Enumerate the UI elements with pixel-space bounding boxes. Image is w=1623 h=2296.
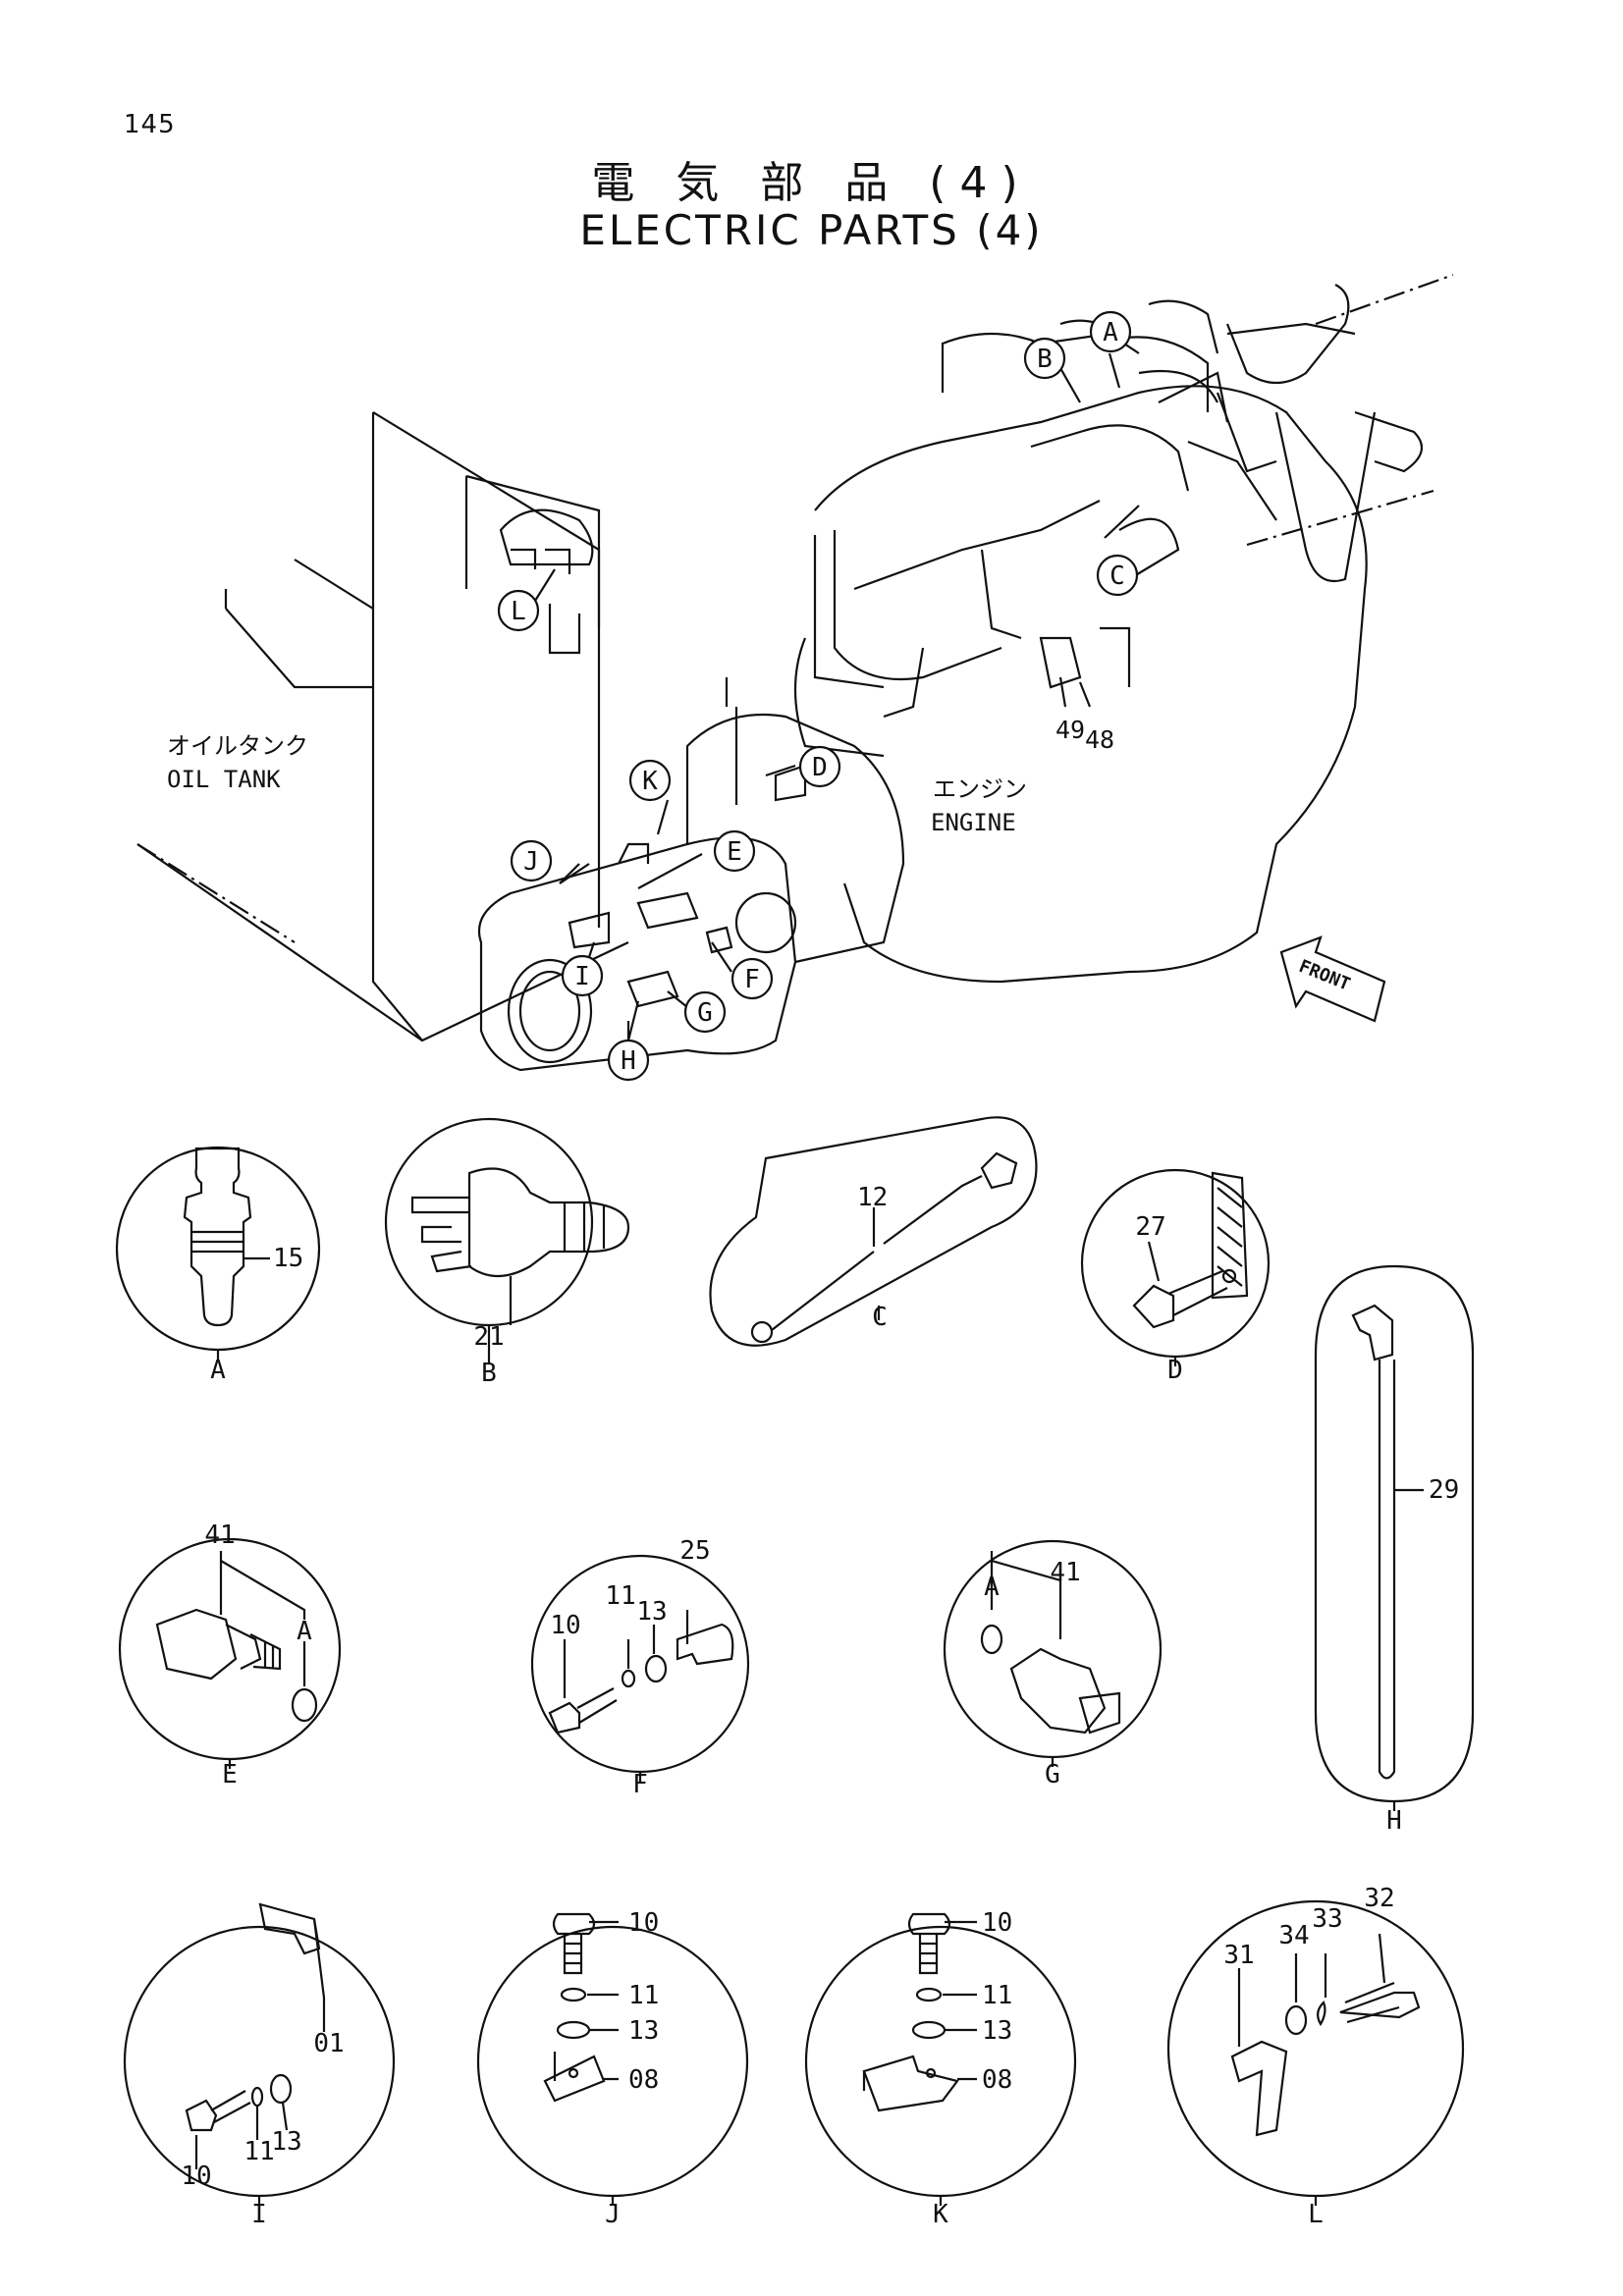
callout-label: G bbox=[697, 998, 713, 1028]
detail-letter: J bbox=[605, 2200, 621, 2229]
callout-C: C bbox=[1096, 554, 1139, 597]
part-number: A bbox=[297, 1617, 312, 1646]
detail-letter: H bbox=[1386, 1806, 1402, 1836]
detail-G: A 41 G bbox=[943, 1539, 1163, 1789]
part-number: 10 bbox=[550, 1611, 580, 1640]
part-number: 32 bbox=[1364, 1884, 1394, 1913]
page-title-japanese: 電 気 部 品 (4) bbox=[591, 158, 1032, 208]
callout-E: E bbox=[713, 829, 756, 873]
callout-label: I bbox=[574, 962, 590, 991]
detail-F: 10 11 13 25 F bbox=[530, 1536, 750, 1799]
detail-letter: B bbox=[481, 1359, 497, 1388]
page-number: 145 bbox=[124, 110, 176, 139]
oil-tank-drawing bbox=[136, 411, 629, 1042]
engine-label-jp: エンジン bbox=[933, 775, 1027, 803]
detail-letter: F bbox=[632, 1770, 648, 1799]
callout-label: H bbox=[621, 1046, 636, 1076]
part-number: 08 bbox=[628, 2065, 659, 2095]
page-title-english: ELECTRIC PARTS (4) bbox=[579, 206, 1044, 254]
callout-label: A bbox=[1103, 318, 1118, 347]
part-number: 01 bbox=[313, 2029, 344, 2058]
part-number: 11 bbox=[628, 1981, 659, 2010]
part-number: 29 bbox=[1429, 1475, 1459, 1505]
callout-label: F bbox=[744, 965, 760, 994]
detail-A: 15 A bbox=[115, 1146, 321, 1385]
part-number: 13 bbox=[982, 2016, 1012, 2046]
callout-label: L bbox=[511, 597, 526, 626]
part-number: 21 bbox=[473, 1322, 504, 1352]
part-number: A bbox=[984, 1573, 1000, 1602]
detail-letter: L bbox=[1308, 2200, 1324, 2229]
callout-label: C bbox=[1109, 561, 1125, 591]
part-number: 41 bbox=[204, 1521, 235, 1550]
callout-L: L bbox=[497, 589, 540, 632]
callout-label: B bbox=[1037, 345, 1053, 374]
detail-letter: K bbox=[933, 2200, 948, 2229]
part-number: 11 bbox=[605, 1581, 635, 1611]
callout-F: F bbox=[730, 957, 774, 1000]
pump-drawing bbox=[477, 677, 905, 1072]
detail-E: 41 A E bbox=[118, 1521, 342, 1789]
part-number: 15 bbox=[273, 1244, 303, 1273]
engine-label-en: ENGINE bbox=[931, 809, 1016, 836]
callout-A: A bbox=[1089, 310, 1132, 353]
detail-J: 10 11 13 08 J bbox=[476, 1908, 749, 2229]
detail-letter: C bbox=[872, 1303, 888, 1332]
callout-label: J bbox=[523, 847, 539, 877]
detail-L: 31 34 33 32 L bbox=[1166, 1884, 1465, 2229]
part-number: 10 bbox=[628, 1908, 659, 1938]
part-number: 34 bbox=[1278, 1921, 1309, 1950]
part-number: 10 bbox=[181, 2162, 211, 2191]
oil-tank-label-en: OIL TANK bbox=[167, 766, 281, 793]
part-number: 08 bbox=[982, 2065, 1012, 2095]
assembly-part-number-49: 49 bbox=[1055, 716, 1085, 744]
callout-H: H bbox=[607, 1039, 650, 1082]
part-number: 25 bbox=[679, 1536, 710, 1566]
leader-lines bbox=[529, 352, 1140, 1041]
detail-letter: G bbox=[1045, 1760, 1060, 1789]
callout-label: D bbox=[812, 753, 828, 782]
main-assembly: FRONT オイルタンク OIL TANK エンジン ENGINE 49 48 … bbox=[136, 273, 1454, 1082]
center-lines bbox=[136, 273, 1454, 943]
callout-label: E bbox=[727, 837, 742, 867]
callout-D: D bbox=[798, 745, 841, 788]
part-number: 13 bbox=[628, 2016, 659, 2046]
detail-D: 27 D bbox=[1080, 1168, 1271, 1385]
part-number: 33 bbox=[1312, 1904, 1342, 1934]
oil-tank-label-jp: オイルタンク bbox=[167, 732, 308, 760]
assembly-part-number-48: 48 bbox=[1085, 725, 1114, 754]
front-arrow: FRONT bbox=[1279, 935, 1386, 1023]
part-number: 10 bbox=[982, 1908, 1012, 1938]
detail-H: 29 H bbox=[1314, 1264, 1475, 1836]
detail-K: 10 11 13 08 K bbox=[804, 1908, 1077, 2229]
detail-C: 12 C bbox=[709, 1116, 1038, 1347]
detail-letter: E bbox=[222, 1760, 238, 1789]
callout-G: G bbox=[683, 990, 727, 1034]
detail-letter: A bbox=[210, 1356, 226, 1385]
callout-I: I bbox=[561, 954, 604, 997]
detail-letter: I bbox=[251, 2200, 267, 2229]
part-number: 31 bbox=[1223, 1941, 1254, 1970]
part-number: 13 bbox=[636, 1597, 667, 1627]
part-number: 12 bbox=[857, 1183, 888, 1212]
part-number: 13 bbox=[271, 2127, 301, 2157]
engine-drawing bbox=[793, 284, 1424, 984]
callout-K: K bbox=[628, 759, 672, 802]
callout-B: B bbox=[1023, 337, 1066, 380]
part-number: 41 bbox=[1050, 1558, 1080, 1587]
detail-I: 10 11 13 01 I bbox=[123, 1902, 396, 2229]
callout-J: J bbox=[510, 839, 553, 882]
callout-label: K bbox=[642, 767, 658, 796]
part-number: 27 bbox=[1135, 1212, 1165, 1242]
part-number: 11 bbox=[243, 2137, 274, 2166]
detail-letter: D bbox=[1167, 1356, 1183, 1385]
part-number: 11 bbox=[982, 1981, 1012, 2010]
detail-B: 21 B bbox=[384, 1117, 630, 1388]
